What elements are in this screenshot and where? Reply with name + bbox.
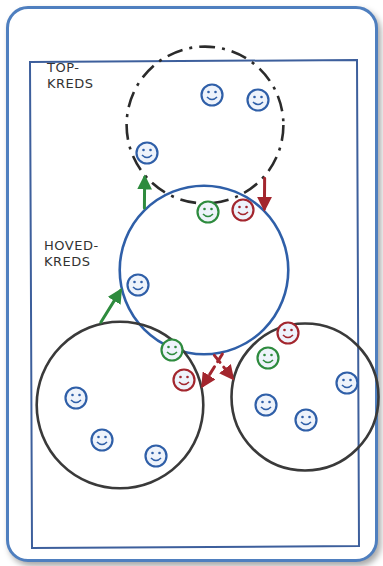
member-face — [202, 85, 223, 106]
circle-heading: TOP- KREDS — [47, 60, 109, 92]
member-face — [278, 323, 299, 344]
link-arrow — [143, 177, 146, 207]
link-arrow — [101, 291, 121, 323]
member-face — [66, 388, 87, 409]
circle-outline — [230, 322, 380, 472]
member-face — [174, 370, 195, 391]
member-face — [162, 340, 183, 361]
circle-outline — [35, 320, 205, 490]
sheet-outline — [30, 60, 359, 548]
link-arrow — [203, 354, 223, 386]
circle-outline — [118, 184, 290, 356]
member-face — [258, 348, 279, 369]
link-arrow — [263, 178, 266, 208]
circle-node: TOP- KREDS — [125, 45, 285, 205]
circle-node: HOVED- KREDS — [118, 184, 290, 356]
member-face — [137, 143, 158, 164]
circle-node — [35, 320, 205, 490]
member-face — [128, 275, 149, 296]
member-face — [198, 202, 219, 223]
member-face — [146, 446, 167, 467]
member-face — [248, 90, 269, 111]
member-face — [337, 373, 358, 394]
member-face — [296, 410, 317, 431]
circle-outline — [125, 45, 285, 205]
member-face — [233, 200, 254, 221]
link-arrow — [214, 355, 232, 378]
member-face — [92, 430, 113, 451]
member-face — [256, 395, 277, 416]
circle-heading: HOVED- KREDS — [44, 238, 110, 270]
circle-node — [230, 322, 380, 472]
